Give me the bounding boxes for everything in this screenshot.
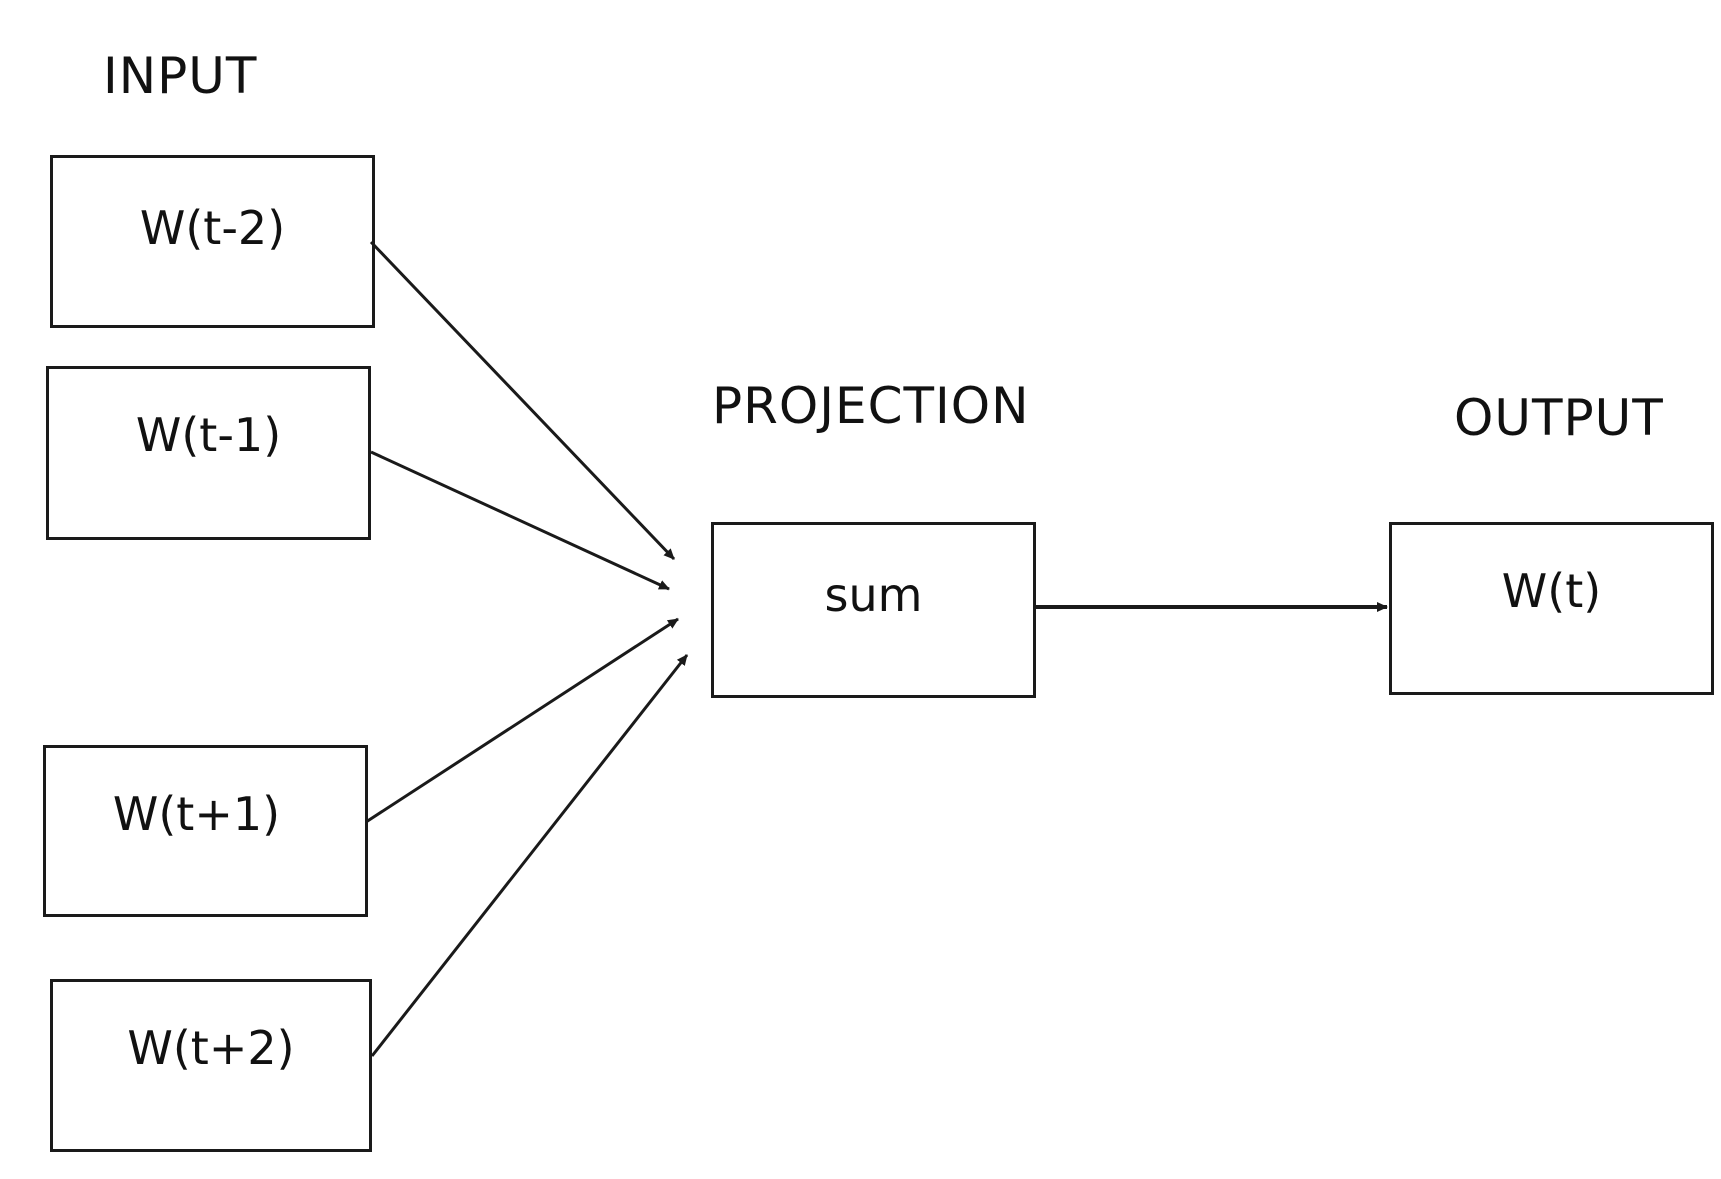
- input-node-t-minus-1-text: W(t-1): [135, 408, 282, 462]
- projection-sum-node: sum: [711, 522, 1036, 698]
- output-node-w-t-text: W(t): [1501, 564, 1602, 618]
- edge-t-minus-2-to-sum: [369, 240, 676, 561]
- input-node-t-plus-1-text: W(t+1): [112, 787, 281, 841]
- projection-sum-node-text: sum: [824, 568, 923, 622]
- projection-layer-label: PROJECTION: [712, 377, 1030, 435]
- input-node-t-plus-2-text: W(t+2): [127, 1021, 295, 1075]
- input-node-t-plus-1: W(t+1): [43, 745, 368, 917]
- edge-t-plus-2-to-sum: [370, 654, 689, 1057]
- input-node-t-minus-2: W(t-2): [50, 155, 375, 328]
- input-layer-label: INPUT: [103, 47, 258, 105]
- input-node-t-plus-2: W(t+2): [50, 979, 372, 1152]
- output-node-w-t: W(t): [1389, 522, 1714, 695]
- edge-t-plus-1-to-sum: [365, 617, 679, 824]
- input-node-t-minus-2-text: W(t-2): [139, 201, 286, 255]
- output-layer-label: OUTPUT: [1454, 389, 1664, 447]
- input-node-t-minus-1: W(t-1): [46, 366, 371, 540]
- edge-t-minus-1-to-sum: [370, 450, 670, 591]
